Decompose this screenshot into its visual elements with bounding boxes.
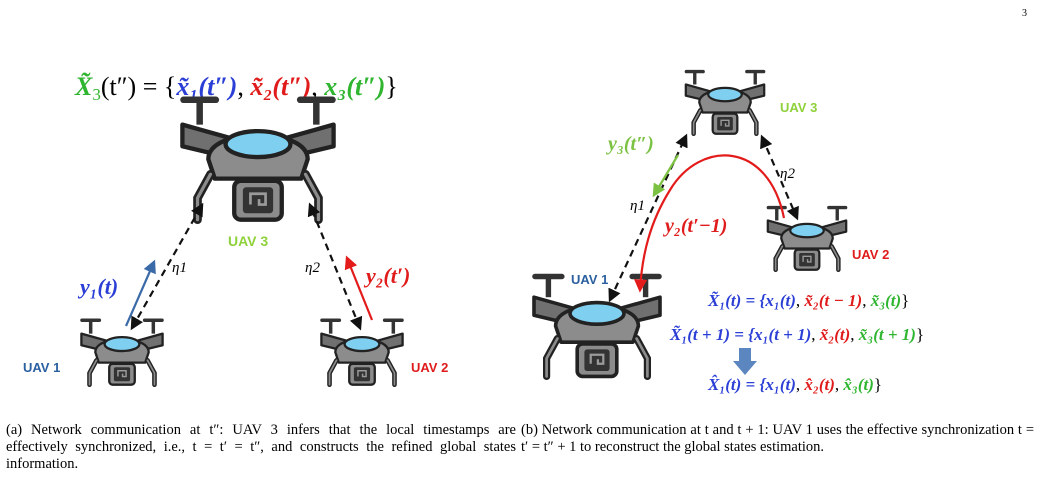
panel-a-link-uav1-uav3 [130,202,204,331]
panel-b-down-arrow-icon [733,348,757,375]
caption-a: (a) Network communication at t″: UAV 3 i… [6,422,516,472]
panel-b-uav2-drone-icon [767,206,848,270]
panel-a-eta2: η2 [305,260,320,276]
panel-b-uav3-drone-icon [685,70,766,134]
panel-a-uav1-drone-icon [80,319,164,385]
panel-a-uav3-drone-icon [180,97,336,220]
panel-b-link-uav3-uav2 [760,134,799,221]
panel-b-eq2: X̃₁(t + 1) = {x₁(t + 1), x̃₂(t), x̃₃(t +… [669,325,924,344]
panel-b-uav2-label: UAV 2 [852,247,889,262]
panel-a-y1-arrow [124,259,156,327]
panel-a-uav2-drone-icon [320,319,404,385]
panel-b-uav1-drone-icon [532,274,662,377]
panel-b-y3-arrow [652,154,679,198]
panel-b-y2-arrow [634,154,786,293]
page-number: 3 [1022,8,1027,19]
panel-a-uav1-label: UAV 1 [23,360,60,375]
caption-b: (b) Network communication at t and t + 1… [521,422,1034,455]
panel-b-eq1: X̃₁(t) = {x₁(t), x̃₂(t − 1), x̃₃(t)} [707,291,909,310]
panel-a-link-uav2-uav3 [307,202,363,331]
panel-a-global-state: X̃3(t″) = {x̃₁(t″), x̃₂(t″), x₃(t″)} [74,72,398,104]
panel-a-uav2-label: UAV 2 [411,360,448,375]
panel-b-eta1: η1 [630,198,645,214]
panel-b-uav3-label: UAV 3 [780,100,817,115]
panel-a-y1-label: y₁(t) [77,274,118,299]
panel-b-eta2: η2 [780,166,795,182]
panel-a-y2-arrow [344,255,374,321]
panel-b-y3-label: y₃(t″) [606,133,654,155]
panel-a-eta1: η1 [172,260,187,276]
panel-a-uav3-label: UAV 3 [228,233,268,249]
panel-b-y2-label: y₂(t′−1) [663,215,727,237]
panel-b-eq3: X̂₁(t) = {x₁(t), x̂₂(t), x̂₃(t)} [707,375,882,394]
panel-b-uav1-label: UAV 1 [571,272,608,287]
panel-a-y2-label: y₂(t′) [363,263,410,288]
